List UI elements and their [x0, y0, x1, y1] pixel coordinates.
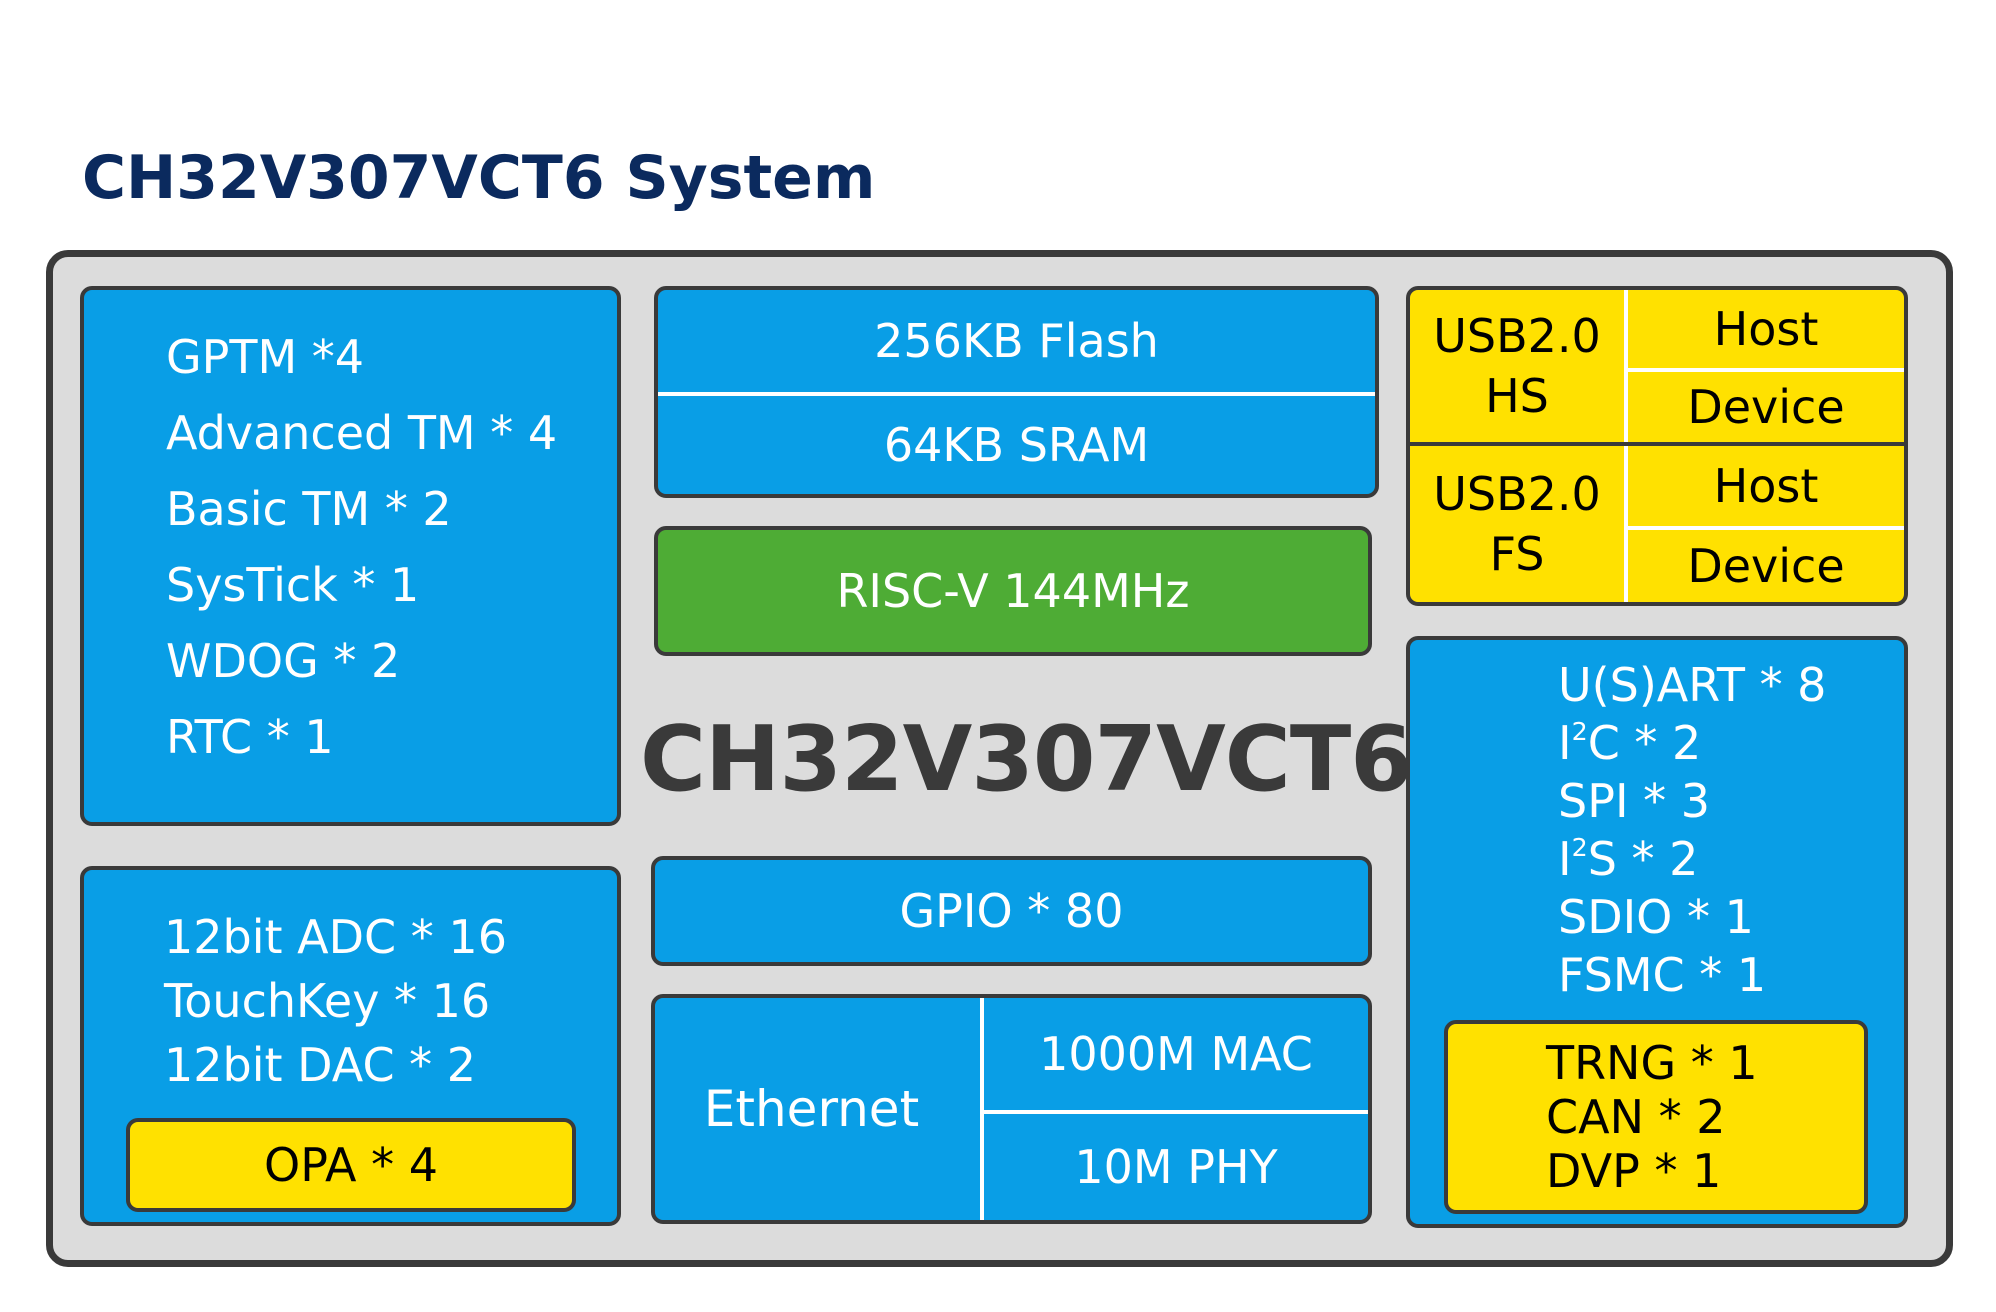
ethernet-block: Ethernet 1000M MAC 10M PHY	[651, 994, 1372, 1224]
timer-item: WDOG * 2	[166, 634, 401, 688]
phy-label: 10M PHY	[1074, 1140, 1278, 1194]
usb-fs-device: Device	[1687, 539, 1845, 593]
usb-hs-line2: HS	[1485, 369, 1549, 423]
page-title: CH32V307VCT6 System	[82, 143, 876, 213]
i2c-letter: I	[1558, 716, 1572, 770]
gpio-block: GPIO * 80	[651, 856, 1372, 966]
mac-phy-divider	[984, 1110, 1368, 1114]
usb-fs-line1: USB2.0	[1433, 467, 1601, 521]
usb-fs-divider	[1628, 526, 1904, 530]
chip-name: CH32V307VCT6	[640, 707, 1413, 812]
analog-item: 12bit ADC * 16	[164, 910, 507, 964]
usb-hs-host: Host	[1713, 302, 1819, 356]
analog-item: TouchKey * 16	[164, 974, 491, 1028]
comm-item-i2c: I2C * 2	[1558, 716, 1701, 770]
comm-item-fsmc: FSMC * 1	[1558, 948, 1767, 1002]
comm-block: U(S)ART * 8 I2C * 2 SPI * 3 I2S * 2 SDIO…	[1406, 636, 1908, 1228]
usb-block: USB2.0 HS Host Device USB2.0 FS Host Dev…	[1406, 286, 1908, 606]
timers-block: GPTM *4 Advanced TM * 4 Basic TM * 2 Sys…	[80, 286, 621, 826]
usb-fs-line2: FS	[1489, 527, 1545, 581]
analog-block: 12bit ADC * 16 TouchKey * 16 12bit DAC *…	[80, 866, 621, 1226]
security-item: DVP * 1	[1546, 1144, 1722, 1198]
usb-hs-line1: USB2.0	[1433, 309, 1601, 363]
timer-item: Advanced TM * 4	[166, 406, 558, 460]
i2s-rest: S * 2	[1587, 832, 1699, 886]
i2c-superscript: 2	[1571, 717, 1588, 747]
mac-label: 1000M MAC	[1039, 1027, 1313, 1081]
comm-item-sdio: SDIO * 1	[1558, 890, 1754, 944]
timer-item: SysTick * 1	[166, 558, 420, 612]
sram-label: 64KB SRAM	[883, 418, 1150, 472]
comm-item-i2s: I2S * 2	[1558, 832, 1698, 886]
core-block: RISC-V 144MHz	[654, 526, 1372, 656]
memory-block: 256KB Flash 64KB SRAM	[654, 286, 1379, 498]
comm-item-usart: U(S)ART * 8	[1558, 658, 1827, 712]
analog-item: 12bit DAC * 2	[164, 1038, 477, 1092]
timer-item: Basic TM * 2	[166, 482, 452, 536]
ethernet-label: Ethernet	[703, 1080, 920, 1138]
security-item: CAN * 2	[1546, 1090, 1726, 1144]
i2s-letter: I	[1558, 832, 1572, 886]
ethernet-divider	[980, 998, 984, 1220]
comm-item-spi: SPI * 3	[1558, 774, 1711, 828]
security-block: TRNG * 1 CAN * 2 DVP * 1	[1444, 1020, 1868, 1214]
usb-hs-fs-divider	[1410, 442, 1904, 446]
timer-item: RTC * 1	[166, 710, 334, 764]
opa-block: OPA * 4	[126, 1118, 576, 1212]
usb-hs-divider	[1628, 368, 1904, 372]
usb-hs-device: Device	[1687, 380, 1845, 434]
usb-vdivider	[1624, 290, 1628, 602]
usb-hs-label: USB2.0 HS	[1410, 290, 1624, 442]
i2s-superscript: 2	[1571, 833, 1588, 863]
usb-fs-label: USB2.0 FS	[1410, 446, 1624, 602]
usb-fs-host: Host	[1713, 459, 1819, 513]
timer-item: GPTM *4	[166, 330, 365, 384]
security-item: TRNG * 1	[1546, 1036, 1758, 1090]
memory-divider	[658, 392, 1375, 396]
i2c-rest: C * 2	[1587, 716, 1702, 770]
flash-label: 256KB Flash	[874, 314, 1159, 368]
